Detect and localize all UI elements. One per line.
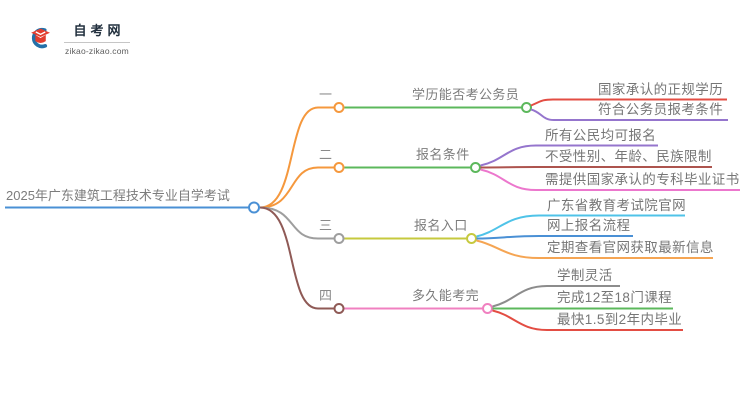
curve-root-to-branch3 — [259, 206, 335, 240]
branch4-leaf3-line — [492, 309, 683, 331]
branch2-leaf2-label[interactable]: 不受性别、年龄、民族限制 — [545, 149, 712, 164]
logo-divider — [64, 42, 130, 43]
branch2-start-circle[interactable] — [333, 162, 345, 173]
branch2-leaf2-line — [480, 166, 712, 169]
branch3-leaf3-line — [476, 239, 713, 259]
branch3-end-circle[interactable] — [466, 233, 477, 244]
branch1-start-circle[interactable] — [333, 102, 345, 113]
logo-title: 自考网 — [73, 23, 125, 38]
branch4-end-circle[interactable] — [482, 303, 493, 314]
branch4-start-circle[interactable] — [333, 303, 345, 314]
logo-domain: zikao-zikao.com — [65, 46, 129, 56]
branch2-leaf3-line — [480, 168, 740, 191]
branch4-topic-label[interactable]: 多久能考完 — [412, 288, 480, 303]
curve-root-to-branch1 — [259, 106, 335, 209]
branch1-leaf2-line — [530, 108, 728, 121]
curve-root-to-branch2 — [259, 166, 335, 209]
branch1-leaf2-label[interactable]: 符合公务员报考条件 — [598, 102, 724, 117]
branch3-topic-label[interactable]: 报名入口 — [414, 218, 468, 233]
branch3-leaf3-label[interactable]: 定期查看官网获取最新信息 — [547, 240, 714, 255]
branch4-index-label[interactable]: 四 — [319, 288, 333, 303]
branch2-topic-label[interactable]: 报名条件 — [416, 147, 470, 162]
branch4-leaf3-label[interactable]: 最快1.5到2年内毕业 — [557, 312, 683, 327]
branch3-leaf1-label[interactable]: 广东省教育考试院官网 — [547, 198, 686, 213]
branch1-index-label[interactable]: 一 — [319, 87, 333, 102]
branch1-topic-label[interactable]: 学历能否考公务员 — [412, 87, 520, 102]
branch3-index-label[interactable]: 三 — [319, 218, 333, 233]
branch4-leaf1-line — [492, 285, 620, 308]
branch2-leaf1-label[interactable]: 所有公民均可报名 — [545, 128, 657, 143]
branch1-end-circle[interactable] — [521, 102, 532, 113]
root-node-circle[interactable] — [248, 201, 260, 214]
branch1-leaf1-label[interactable]: 国家承认的正规学历 — [598, 82, 724, 97]
branch2-leaf1-line — [480, 144, 658, 167]
branch3-leaf1-line — [476, 214, 685, 238]
branch2-end-circle[interactable] — [470, 162, 481, 173]
branch2-index-label[interactable]: 二 — [319, 147, 333, 162]
root-topic-label[interactable]: 2025年广东建筑工程技术专业自学考试 — [6, 188, 230, 203]
branch3-leaf2-line — [476, 235, 633, 240]
site-logo[interactable]: 自考网 zikao-zikao.com — [28, 20, 130, 56]
branch4-leaf1-label[interactable]: 学制灵活 — [557, 268, 613, 283]
branch3-leaf2-label[interactable]: 网上报名流程 — [547, 218, 631, 233]
graduation-cap-icon — [31, 27, 50, 49]
branch1-leaf1-line — [530, 98, 727, 107]
branch2-leaf3-label[interactable]: 需提供国家承认的专科毕业证书 — [545, 172, 740, 187]
branch4-leaf2-label[interactable]: 完成12至18门课程 — [557, 290, 673, 305]
branch3-start-circle[interactable] — [333, 233, 345, 244]
logo-text-block: 自考网 zikao-zikao.com — [64, 20, 130, 56]
curve-root-to-branch4 — [259, 206, 335, 310]
